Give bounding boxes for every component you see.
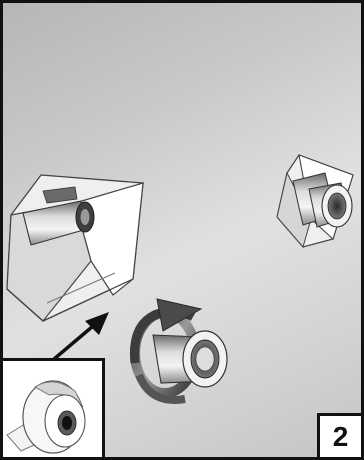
rotating-pipe (135, 313, 227, 393)
tape-roll-icon (3, 361, 102, 460)
small-prism-with-pipe (277, 155, 353, 247)
step-number: 2 (317, 413, 361, 457)
large-prism-with-pipe (7, 175, 143, 321)
tape-roll-inset (3, 358, 105, 460)
